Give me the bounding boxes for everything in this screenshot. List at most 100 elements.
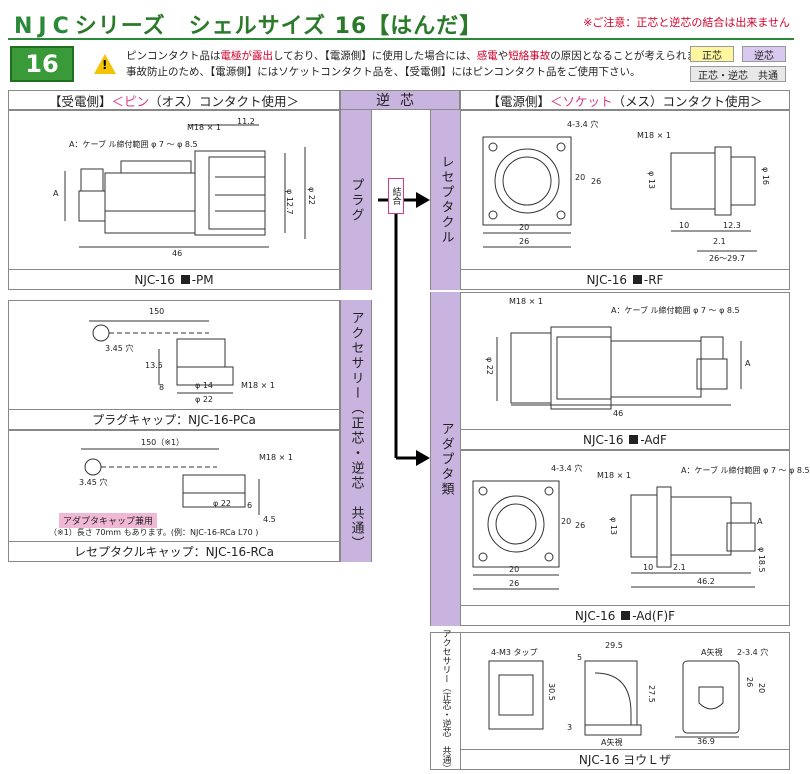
rf-square-marker <box>632 275 642 284</box>
yoke-369-dim: 36.9 <box>697 737 715 746</box>
adf-m18-dim: M18 × 1 <box>509 297 543 306</box>
rf-26h-dim: 26 <box>519 237 530 246</box>
pm-22-dim: φ 22 <box>307 187 316 205</box>
rf-123-dim: 12.3 <box>723 221 741 230</box>
yoke-275-dim: 27.5 <box>647 685 656 703</box>
yoke-20-dim: 20 <box>757 683 766 694</box>
pca-8-dim: 8 <box>159 383 165 392</box>
rf-hole-dim: 4-3.4 穴 <box>567 120 599 129</box>
adff-panel: 4-3.4 穴 M18 × 1 A：ケーブ ル締付範囲 φ 7 〜 φ 8.5 … <box>460 450 810 626</box>
yoke-305-dim: 30.5 <box>547 683 556 701</box>
accessory-side-label: アクセサリー（正芯・逆芯 共通） <box>340 300 372 562</box>
adff-10-dim: 10 <box>643 563 654 572</box>
rf-26v-dim: 26 <box>591 177 602 186</box>
yoke-a1-label: A矢視 <box>601 738 623 747</box>
warning-icon <box>94 54 116 74</box>
pm-cable-note: A：ケーブ ル締付範囲 φ 7 〜 φ 8.5 <box>69 140 198 149</box>
rf-panel: 4-3.4 穴 M18 × 1 20 26 20 26 φ 13 φ 16 10… <box>460 110 790 290</box>
connect-arrows <box>378 192 430 466</box>
plug-side-label: プラグ <box>340 110 372 290</box>
pca-drawing <box>89 320 234 394</box>
connect-badge: 結合 <box>388 178 404 214</box>
shell-size-badge: 16 <box>10 46 74 82</box>
adff-20h-dim: 20 <box>509 565 520 574</box>
adff-a-dim: A <box>757 517 763 526</box>
pm-panel: M18 × 1 11.2 A：ケーブ ル締付範囲 φ 7 〜 φ 8.5 A 4… <box>8 110 340 290</box>
adf-22-dim: φ 22 <box>485 357 494 375</box>
pca-14-dim: φ 14 <box>195 381 213 390</box>
rf-drawing <box>482 136 757 252</box>
pm-thread-dim: M18 × 1 <box>187 123 221 132</box>
adff-26h-dim: 26 <box>509 579 520 588</box>
pm-caption: NJC-16 -PM <box>9 269 339 289</box>
rca-6-dim: 6 <box>247 501 253 510</box>
rf-20v-dim: 20 <box>575 173 586 182</box>
warning-mark: ! <box>102 58 108 72</box>
yoke-drawing <box>488 660 740 738</box>
page-title: NJCシリーズ シェルサイズ 16【はんだ】 <box>14 14 483 39</box>
pm-a-dim: A <box>53 189 59 198</box>
pca-150-dim: 150 <box>149 307 165 316</box>
rca-adapter-badge: アダプタキャップ兼用 <box>59 513 158 528</box>
rca-345-dim: 3.45 穴 <box>79 478 108 487</box>
adff-13-dim: φ 13 <box>609 517 618 535</box>
legend-seishin: 正芯 <box>690 46 734 62</box>
adff-20v-dim: 20 <box>561 517 572 526</box>
left-column-header: 【受電側】＜ピン（オス）コンタクト使用＞ <box>8 90 340 110</box>
yoke-tap-dim: 4-M3 タップ <box>491 648 538 657</box>
pm-drawing <box>64 124 306 248</box>
rf-caption: NJC-16 -RF <box>461 269 789 289</box>
adff-m18-dim: M18 × 1 <box>597 471 631 480</box>
yoke-295-dim: 29.5 <box>605 641 623 650</box>
yoke-5-dim: 5 <box>577 653 583 662</box>
adf-drawing <box>496 326 742 410</box>
rf-21-dim: 2.1 <box>713 237 726 246</box>
legend-gyakushin: 逆芯 <box>742 46 786 62</box>
adff-185-dim: φ 18.5 <box>757 547 766 573</box>
accessory2-side-label: アクセサリー（正芯・逆芯 共通） <box>430 629 462 773</box>
adf-46-dim: 46 <box>613 409 624 418</box>
rca-panel: 150（※1） M18 × 1 3.45 穴 φ 22 6 4.5 アダプタキャ… <box>8 430 340 562</box>
adff-21-dim: 2.1 <box>673 563 686 572</box>
legend-common: 正芯・逆芯 共通 <box>690 66 786 82</box>
rca-22-dim: φ 22 <box>213 499 231 508</box>
rca-caption: レセプタクルキャップ：NJC-16-RCa <box>9 541 339 561</box>
pm-46-dim: 46 <box>172 249 183 258</box>
adff-square-marker <box>621 611 631 620</box>
rf-m18-dim: M18 × 1 <box>637 131 671 140</box>
rca-m18-dim: M18 × 1 <box>259 453 293 462</box>
caution-note: ※ご注意：正芯と逆芯の結合は出来ません <box>583 16 790 29</box>
rf-range-dim: 26〜29.7 <box>709 254 745 263</box>
rca-150-dim: 150（※1） <box>141 438 185 447</box>
pm-127-dim: φ 12.7 <box>285 189 294 215</box>
adff-cable-note: A：ケーブ ル締付範囲 φ 7 〜 φ 8.5 <box>681 466 810 475</box>
pm-square-marker <box>180 275 190 284</box>
adf-caption: NJC-16 -AdF <box>461 429 789 449</box>
pca-135-dim: 13.5 <box>145 361 163 370</box>
yoke-3-dim: 3 <box>567 723 573 732</box>
pca-caption: プラグキャップ：NJC-16-PCa <box>9 409 339 429</box>
adf-panel: M18 × 1 A：ケーブ ル締付範囲 φ 7 〜 φ 8.5 φ 22 A 4… <box>460 292 790 450</box>
pca-m18-dim: M18 × 1 <box>241 381 275 390</box>
yoke-panel: 4-M3 タップ 29.5 5 30.5 27.5 3 A矢視 A矢視 2-3.… <box>460 632 790 770</box>
adf-square-marker <box>629 435 639 444</box>
adff-drawing <box>472 480 756 590</box>
adff-26v-dim: 26 <box>575 521 586 530</box>
rca-drawing <box>81 448 260 515</box>
rf-10-dim: 10 <box>679 221 690 230</box>
adff-hole-dim: 4-3.4 穴 <box>551 464 583 473</box>
pca-panel: 150 3.45 穴 13.5 8 φ 14 φ 22 M18 × 1 プラグキ… <box>8 300 340 430</box>
adapter-side-label: アダプタ類 <box>430 292 462 626</box>
rca-45-dim: 4.5 <box>263 515 276 524</box>
rf-20h-dim: 20 <box>519 223 530 232</box>
yoke-26-dim: 26 <box>745 677 754 688</box>
pm-11-dim: 11.2 <box>237 117 255 126</box>
middle-column-header: 逆芯 <box>340 90 460 110</box>
adf-a-dim: A <box>745 359 751 368</box>
pca-345-dim: 3.45 穴 <box>105 344 134 353</box>
rf-13-dim: φ 13 <box>647 171 656 189</box>
adf-cable-note: A：ケーブ ル締付範囲 φ 7 〜 φ 8.5 <box>611 306 740 315</box>
yoke-caption: NJC-16 ヨウＬザ <box>461 749 789 769</box>
receptacle-side-label: レセプタクル <box>430 110 462 290</box>
rf-16-dim: φ 16 <box>761 167 770 185</box>
